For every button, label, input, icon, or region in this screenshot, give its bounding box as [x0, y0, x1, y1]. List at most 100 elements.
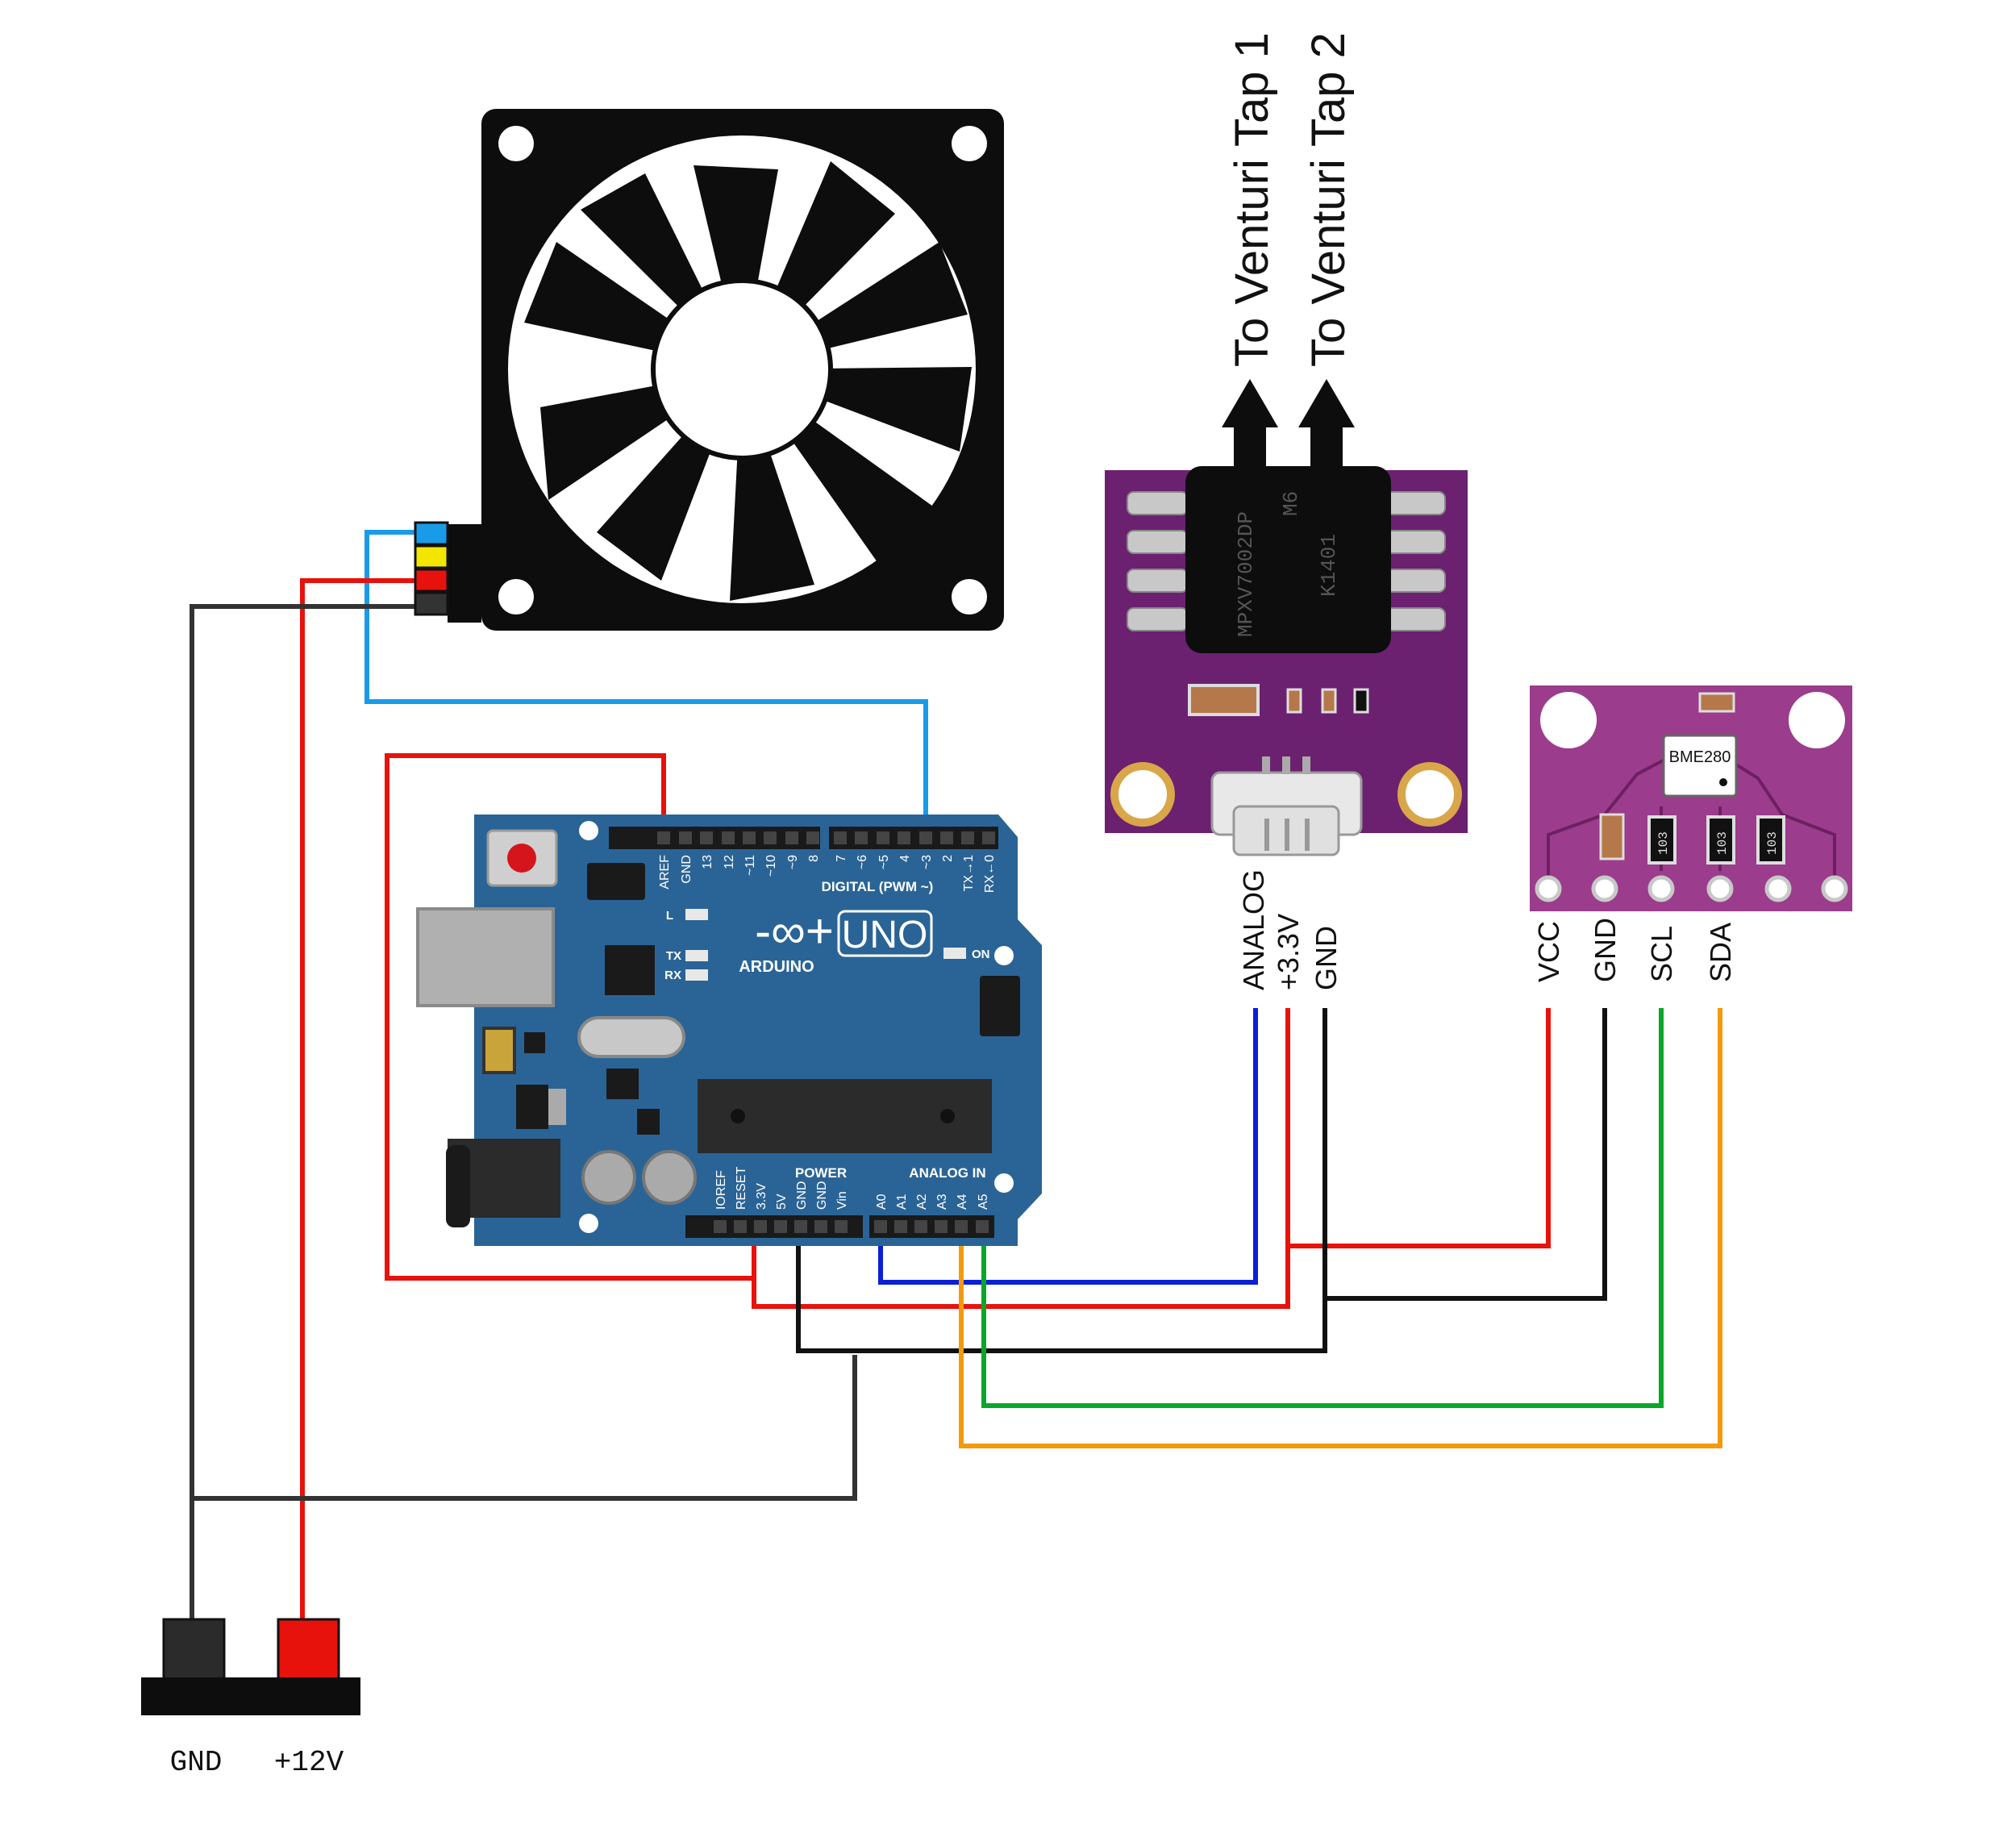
digital-pin-hole[interactable]: [700, 831, 713, 844]
fan-wire-pwm: [414, 544, 449, 569]
fan-wire-power: [414, 568, 449, 593]
wire-a5-to-bme-scl: [981, 1008, 1664, 1408]
power-pin-hole[interactable]: [714, 1220, 727, 1233]
digital-pin-hole[interactable]: [785, 831, 798, 844]
analog-pin-hole[interactable]: [935, 1220, 948, 1233]
wire-a0-to-mpxv-analog: [878, 1008, 1258, 1285]
digital-pin-hole[interactable]: [877, 831, 889, 844]
arduino-logo-text: ARDUINO: [739, 958, 814, 976]
bme280-chip: [1662, 734, 1738, 798]
venturi-tap-1-label: To Venturi Tap 1: [1226, 32, 1278, 367]
digital-pin-hole[interactable]: [657, 831, 670, 844]
fan-connector: [448, 524, 481, 623]
supply-12v-label: +12V: [274, 1746, 344, 1779]
power-pin-hole[interactable]: [835, 1220, 848, 1233]
analog-pin-label: A2: [915, 1194, 929, 1210]
wire-a4-to-bme-sda: [959, 1008, 1722, 1448]
power-pin-label: GND: [815, 1181, 829, 1210]
digital-pin-hole[interactable]: [743, 831, 756, 844]
fan-wire-tach: [414, 521, 449, 546]
bme-resistor-label-3: 103: [1765, 831, 1780, 855]
supply-12v-terminal: [277, 1618, 340, 1681]
digital-header-label: DIGITAL (PWM ~): [822, 879, 934, 894]
fan-mount-hole: [498, 126, 534, 161]
fan-mount-hole: [498, 579, 534, 615]
bme-pin-sda-label: SDA: [1704, 923, 1737, 982]
power-pin-label: 3.3V: [755, 1183, 768, 1210]
power-pin-hole[interactable]: [774, 1220, 787, 1233]
power-pin-label: IOREF: [714, 1170, 728, 1210]
mpxv-pin-gnd-label: GND: [1310, 926, 1343, 990]
digital-pin-hole[interactable]: [898, 831, 910, 844]
venturi-tap-2-label: To Venturi Tap 2: [1302, 32, 1355, 367]
analog-pin-hole[interactable]: [976, 1220, 989, 1233]
mpxv-chip-code2: K1401: [1317, 534, 1341, 597]
analog-pin-hole[interactable]: [914, 1220, 927, 1233]
digital-pin-label: ~10: [764, 855, 778, 877]
power-pin-label: 5V: [775, 1194, 789, 1210]
led-label-l: L: [666, 909, 673, 923]
digital-header-left: [609, 827, 820, 849]
digital-pin-label: 13: [701, 855, 714, 869]
mpxv-chip: [1185, 466, 1391, 653]
arduino-uno-board: -∞+ ARDUINO UNO DIGITAL (PWM ~) POWER AN…: [416, 815, 1042, 1246]
wire-arduino-gnd-to-supply: [192, 1355, 857, 1501]
fan-mount-hole: [952, 126, 987, 161]
digital-pin-hole[interactable]: [806, 831, 819, 844]
mpxv-chip-part: MPXV7002DP: [1234, 511, 1258, 637]
digital-pin-label: 2: [941, 855, 955, 862]
led-label-rx: RX: [664, 969, 681, 982]
digital-pin-label: 4: [898, 855, 912, 862]
analog-header-label: ANALOG IN: [909, 1165, 985, 1181]
digital-pin-label: ~3: [920, 855, 934, 869]
analog-pin-label: A3: [935, 1194, 949, 1210]
digital-pin-label: ~11: [744, 855, 757, 876]
cooling-fan: [414, 109, 1004, 631]
analog-pin-hole[interactable]: [955, 1220, 968, 1233]
power-pin-label: GND: [795, 1181, 809, 1210]
power-pin-hole[interactable]: [794, 1220, 807, 1233]
bme-resistor-label-2: 103: [1715, 831, 1730, 855]
mpxv-chip-code1: M6: [1279, 491, 1303, 516]
pressure-sensor-module: MPXV7002DP M6 K1401: [1105, 379, 1468, 856]
bme-capacitor: [1599, 813, 1625, 860]
digital-pin-hole[interactable]: [982, 831, 995, 844]
wire-3v3-to-bme-vcc: [1288, 1008, 1551, 1248]
digital-pin-hole[interactable]: [961, 831, 974, 844]
power-pin-hole[interactable]: [734, 1220, 747, 1233]
wire-fan-12v: [300, 578, 419, 1619]
digital-pin-hole[interactable]: [679, 831, 692, 844]
analog-pin-label: A4: [956, 1194, 969, 1210]
analog-pin-label: A1: [895, 1194, 909, 1210]
bme-pin-vcc-label: VCC: [1532, 921, 1565, 982]
mpxv-pin-analog-label: ANALOG: [1237, 869, 1270, 990]
analog-pin-hole[interactable]: [874, 1220, 887, 1233]
fan-mount-hole: [952, 579, 987, 615]
digital-pin-hole[interactable]: [764, 831, 777, 844]
digital-pin-hole[interactable]: [940, 831, 953, 844]
digital-pin-label: AREF: [658, 855, 672, 890]
digital-pin-label: ~9: [786, 855, 800, 869]
digital-pin-label: 8: [807, 855, 821, 862]
power-pin-hole[interactable]: [814, 1220, 827, 1233]
bme-resistor-array: 103 103 103: [1647, 815, 1785, 865]
digital-pin-hole[interactable]: [919, 831, 932, 844]
led-label-tx: TX: [666, 949, 681, 963]
analog-pin-label: A0: [875, 1194, 889, 1210]
analog-pin-hole[interactable]: [894, 1220, 907, 1233]
power-pin-label: Vin: [835, 1191, 849, 1210]
on-led-label: ON: [972, 948, 990, 961]
power-pin-hole[interactable]: [754, 1220, 767, 1233]
mpxv-pin-3v3-label: +3.3V: [1272, 914, 1305, 990]
wire-3v3-to-mpxv: [752, 1008, 1290, 1309]
digital-pin-hole[interactable]: [722, 831, 735, 844]
power-supply-connector: [141, 1618, 360, 1715]
wires: [190, 530, 1722, 1619]
supply-gnd-terminal: [162, 1618, 226, 1681]
digital-pin-hole[interactable]: [834, 831, 847, 844]
bme280-chip-label: BME280: [1669, 748, 1731, 766]
digital-pin-hole[interactable]: [855, 831, 868, 844]
bme-pin-pads: [1535, 875, 1848, 902]
